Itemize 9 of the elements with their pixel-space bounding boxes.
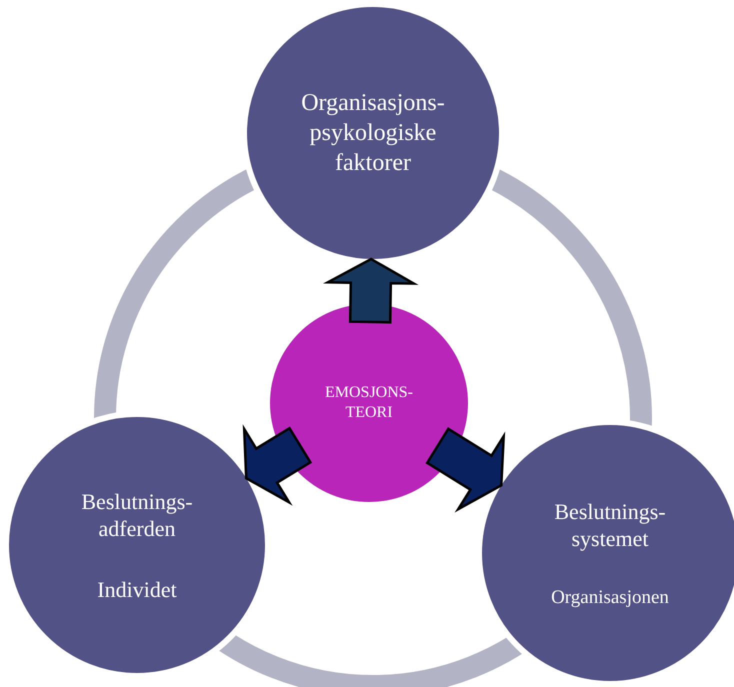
block-arrow <box>242 424 312 506</box>
node-subtitle: Organisasjonen <box>551 586 669 608</box>
node-title: Beslutnings- adferden <box>80 488 194 542</box>
block-arrow <box>425 427 506 513</box>
node-title: EMOSJONS- TEORI <box>324 383 414 423</box>
node-title: Beslutnings- systemet <box>553 498 667 552</box>
node-title: Organisasjons- psykologiske faktorer <box>300 89 446 178</box>
block-arrow <box>323 258 419 324</box>
node-subtitle: Individet <box>97 576 177 602</box>
